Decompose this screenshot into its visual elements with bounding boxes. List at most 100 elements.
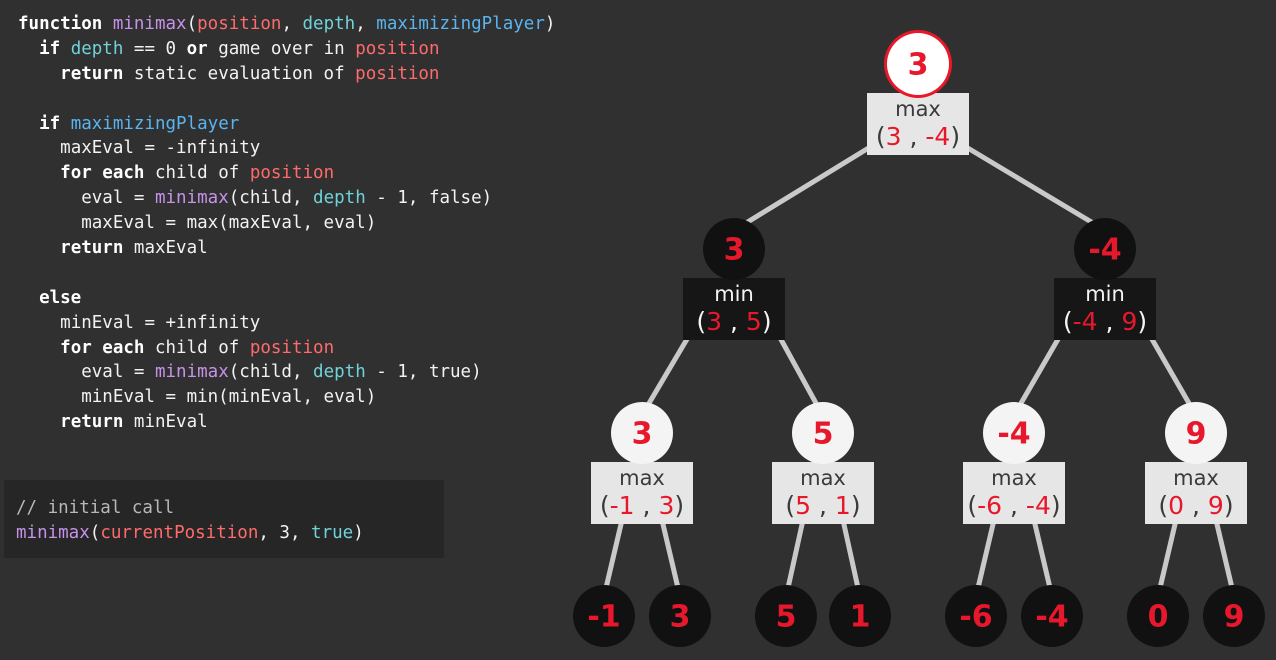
code-token: minEval	[123, 412, 208, 433]
node-type-label: max	[619, 466, 665, 490]
pair-value: 3	[658, 491, 674, 520]
code-line: else	[18, 286, 555, 311]
code-token: position	[249, 163, 335, 184]
node-value: 3	[908, 48, 929, 83]
node-box-bg	[591, 462, 693, 524]
tree-edge	[975, 517, 997, 591]
code-token: ,	[355, 14, 377, 34]
pair-value: -4	[1073, 307, 1098, 336]
node-box: max(5 , 1)	[772, 462, 874, 524]
code-line: return static evaluation of position	[18, 62, 555, 87]
node-value: -4	[1088, 233, 1121, 268]
pair-punct: (	[1063, 307, 1073, 336]
node-type-label: max	[991, 466, 1037, 490]
code-token: maximizingPlayer	[376, 14, 545, 34]
code-token: - 1, true)	[365, 362, 482, 383]
leaf-node: 9	[1203, 585, 1265, 647]
node-circle	[983, 402, 1045, 464]
tree-edge	[1213, 517, 1235, 591]
node-box-bg	[963, 462, 1065, 524]
node-box-bg	[1054, 278, 1156, 340]
pair-value: 5	[795, 491, 811, 520]
node-value: 0	[1148, 600, 1169, 635]
tree-edge	[785, 517, 806, 591]
node-circle	[1127, 585, 1189, 647]
pair-punct: )	[851, 491, 861, 520]
tree-edge	[603, 517, 625, 591]
leaf-node: 0	[1127, 585, 1189, 647]
code-token: else	[39, 287, 82, 308]
code-token: maximizingPlayer	[70, 113, 240, 134]
code-token: - 1, false)	[365, 188, 493, 209]
leaf-node: 5	[755, 585, 817, 647]
node-pair: (3 , 5)	[696, 307, 771, 336]
pair-punct: ,	[722, 307, 746, 336]
code-token: child of	[144, 163, 250, 184]
initial-call-comment: // initial call	[16, 498, 175, 518]
node-circle	[829, 585, 891, 647]
pair-value: 3	[886, 122, 902, 151]
code-token: )	[353, 523, 364, 543]
pair-value: -4	[925, 122, 950, 151]
node-circle	[1021, 585, 1083, 647]
code-token: minimax	[154, 188, 229, 209]
node-value: 3	[632, 417, 653, 452]
code-token: position	[197, 14, 282, 34]
code-token: minimax	[16, 523, 90, 543]
code-token: return	[60, 412, 124, 433]
code-token: for each	[60, 337, 145, 358]
pair-punct: (	[785, 491, 795, 520]
node-box: min(-4 , 9)	[1054, 278, 1156, 340]
code-token: true	[311, 523, 354, 543]
tree-edge	[645, 331, 693, 408]
node-circle	[1074, 218, 1136, 280]
code-token: maxEval	[123, 238, 208, 259]
node-box-bg	[867, 93, 969, 155]
code-token: position	[249, 337, 335, 358]
code-token: currentPosition	[100, 523, 259, 543]
node-value: 1	[850, 600, 871, 635]
code-token: maxEval = -infinity	[60, 138, 261, 159]
pair-punct: (	[876, 122, 886, 151]
tree-edge	[775, 331, 820, 408]
code-token: position	[355, 63, 440, 84]
node-value: 5	[776, 600, 797, 635]
node-pair: (-4 , 9)	[1063, 307, 1147, 336]
node-circle	[792, 402, 854, 464]
code-line: if maximizingPlayer	[18, 112, 555, 137]
tree-edge	[659, 517, 681, 591]
node-circle	[703, 218, 765, 280]
pair-punct: )	[1051, 491, 1061, 520]
pair-value: 9	[1208, 491, 1224, 520]
node-pair: (-6 , -4)	[967, 491, 1060, 520]
leaf-node: -4	[1021, 585, 1083, 647]
pair-value: -4	[1026, 491, 1051, 520]
code-line: return minEval	[18, 410, 555, 435]
tree-edge	[953, 138, 1096, 226]
node-circle	[573, 585, 635, 647]
pair-punct: ,	[811, 491, 835, 520]
tree-edge	[743, 138, 883, 226]
node-box: max(-1 , 3)	[591, 462, 693, 524]
code-token: depth	[302, 14, 356, 34]
node-box-bg	[772, 462, 874, 524]
node-pair: (3 , -4)	[876, 122, 960, 151]
code-token: )	[544, 14, 556, 34]
code-line: eval = minimax(child, depth - 1, true)	[18, 360, 555, 385]
code-token: game over in	[207, 38, 356, 59]
code-token: depth	[313, 362, 366, 383]
node-pair: (-1 , 3)	[600, 491, 684, 520]
tree-edge	[1031, 517, 1053, 591]
code-token: for each	[60, 163, 145, 184]
code-token: minEval = +infinity	[60, 312, 261, 333]
code-token: (child,	[228, 188, 314, 209]
node-circle	[1165, 402, 1227, 464]
root-node: 3	[884, 30, 952, 98]
node-value: 9	[1186, 417, 1207, 452]
leaf-node: -1	[573, 585, 635, 647]
tree-edge	[840, 517, 861, 591]
pair-punct: )	[950, 122, 960, 151]
code-line: if depth == 0 or game over in position	[18, 37, 555, 62]
code-line: minEval = +infinity	[18, 311, 555, 336]
